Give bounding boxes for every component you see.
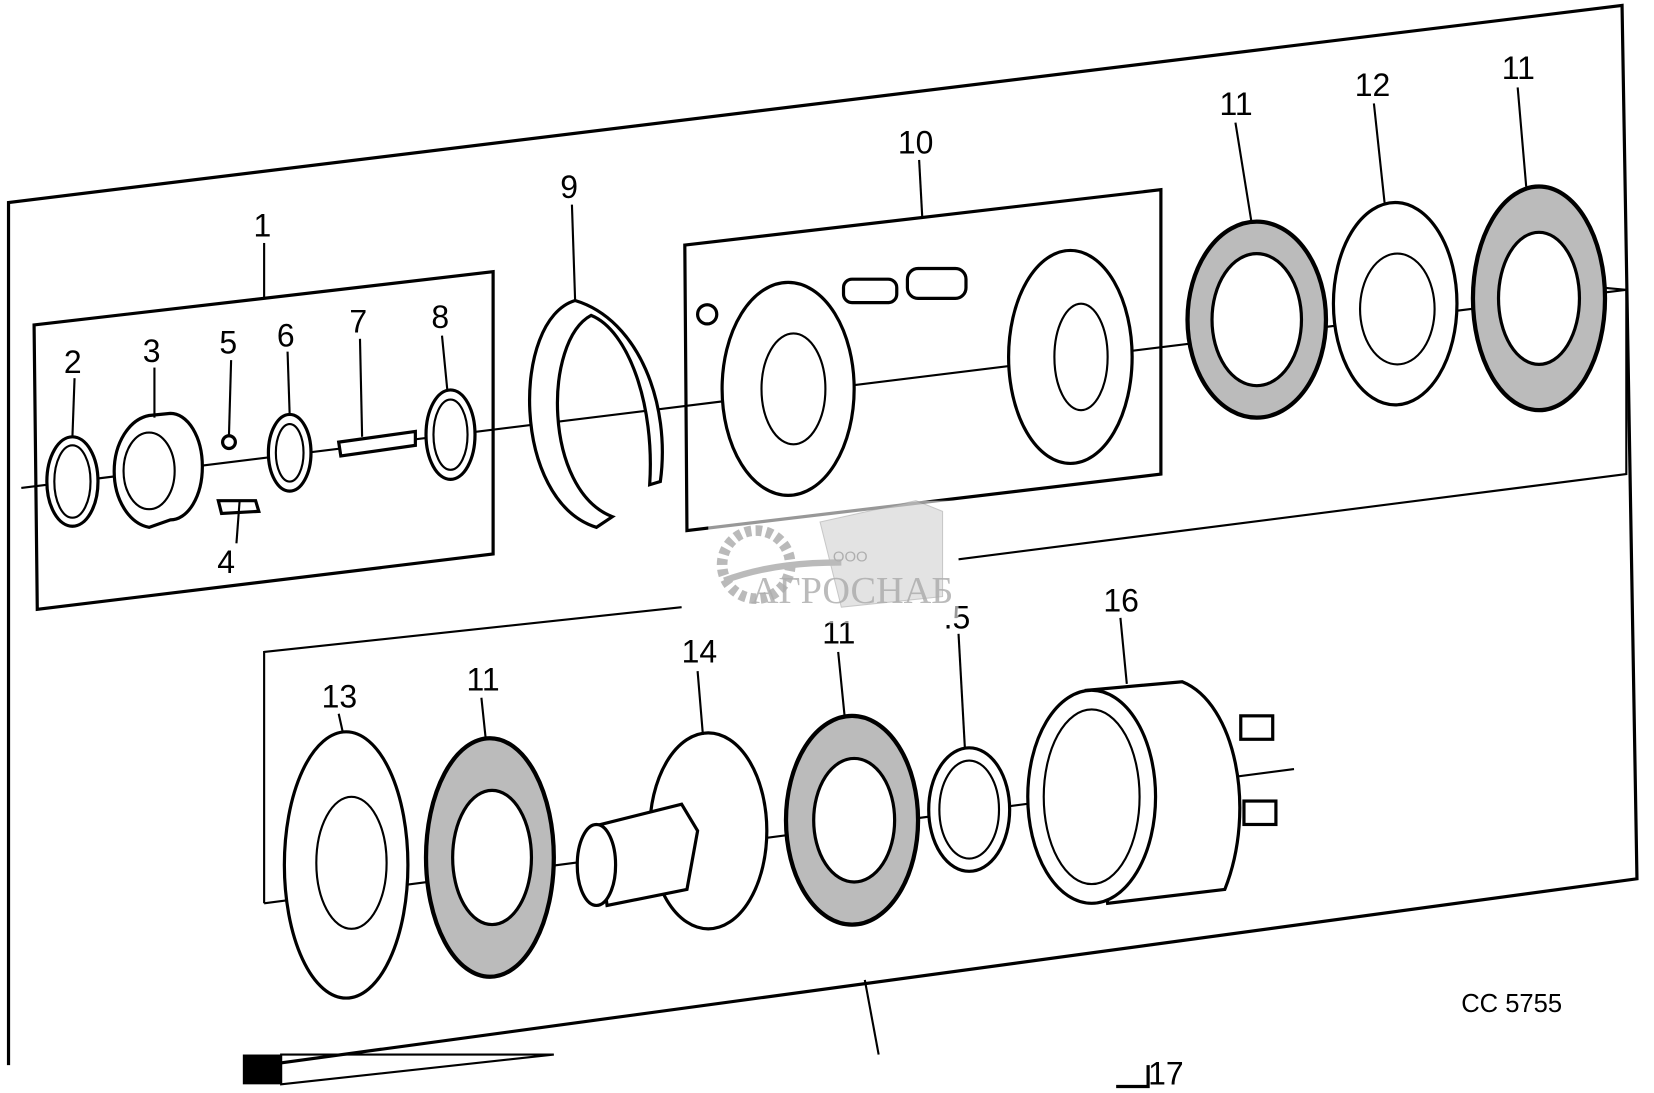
callout-9: 9 (560, 169, 578, 205)
callout-14: 14 (682, 634, 718, 670)
part-10-plate (720, 280, 856, 497)
part-16-drum-bore (1042, 708, 1141, 886)
part-7-pin (336, 429, 417, 458)
callout-11c: 11 (466, 661, 499, 697)
callout-1: 1 (253, 208, 271, 244)
part-15-ring (927, 746, 1012, 873)
part-3-bearing (112, 411, 204, 529)
outer-panel-outline (6, 3, 1639, 1067)
callout-4: 4 (217, 544, 235, 580)
watermark-logo: ООО АГРОСНАБ (708, 500, 959, 624)
part-8-inner (432, 398, 469, 471)
part-14-spline (575, 822, 618, 908)
watermark-prefix: ООО (833, 549, 868, 565)
part-13-plate-bore (315, 795, 388, 930)
part-16-lug-1 (1239, 714, 1275, 741)
part-5-ball (220, 434, 237, 451)
part-13-plate (282, 730, 410, 1000)
part-11-disc-c-bore (451, 788, 534, 927)
part-6-inner (274, 422, 305, 483)
callout-3: 3 (143, 333, 161, 369)
callout-6: 6 (277, 317, 295, 353)
callout-2: 2 (64, 344, 82, 380)
watermark-name: АГРОСНАБ (751, 570, 953, 612)
part-11-disc-b-bore (1496, 230, 1582, 366)
scale-bar (242, 1053, 554, 1086)
part-11-disc-d-bore (812, 756, 897, 884)
leader-lines (71, 87, 1528, 749)
part-11-disc-a-bore (1210, 252, 1304, 388)
part-10-hub (1006, 248, 1134, 466)
leader-17 (863, 979, 880, 1055)
part-9-band (527, 298, 664, 530)
figure-code: CC 5755 (1461, 990, 1562, 1018)
part-12-plate (1331, 200, 1459, 407)
callout-11b: 11 (1502, 50, 1535, 86)
panel-group-1 (32, 269, 495, 612)
part-12-plate-bore (1358, 252, 1436, 366)
page-ref: 17 (1148, 1055, 1184, 1091)
callout-12: 12 (1355, 67, 1391, 103)
part-16-lug-2 (1242, 799, 1278, 827)
callout-8: 8 (431, 299, 449, 335)
callout-5: 5 (219, 325, 237, 361)
part-10-hub-bore (1053, 302, 1109, 412)
callout-10: 10 (898, 125, 934, 161)
part-2-inner (53, 444, 92, 519)
part-16-drum-face (1026, 688, 1158, 905)
part-10-plate-bore (760, 332, 827, 446)
part-10-spring-2 (905, 266, 968, 300)
page-ref-bracket (1116, 1065, 1150, 1089)
part-3-bore (122, 431, 176, 511)
part-15-inner (938, 759, 1001, 860)
callout-13: 13 (322, 678, 358, 714)
panel-lower-group (958, 286, 1628, 561)
panel-lower-left (263, 606, 682, 904)
part-10-spring-1 (841, 277, 899, 305)
panel-group-10 (683, 187, 1163, 533)
callout-16: 16 (1103, 582, 1139, 618)
part-10-nut (696, 303, 719, 326)
callout-11a: 11 (1219, 86, 1252, 122)
callout-7: 7 (349, 303, 367, 339)
